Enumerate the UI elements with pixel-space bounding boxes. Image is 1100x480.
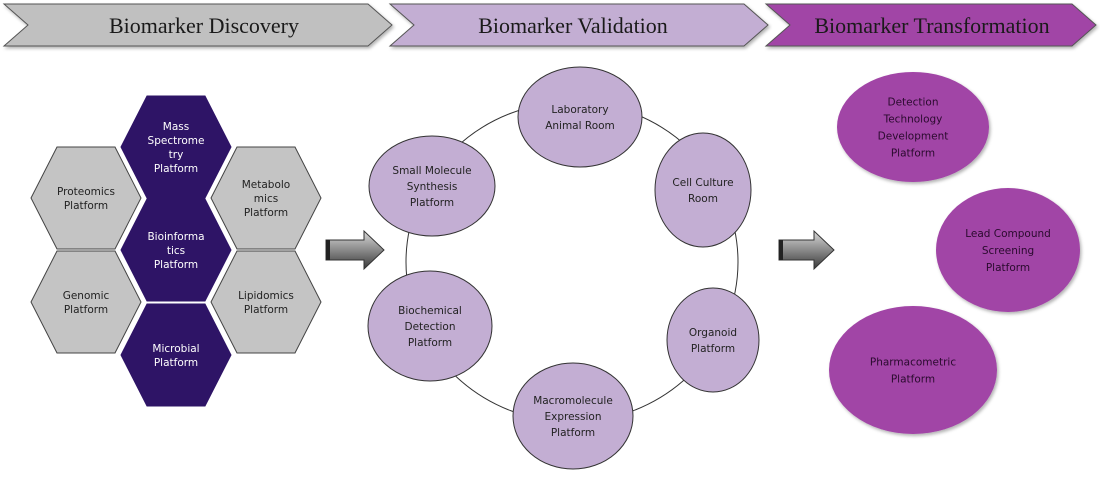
- node-label-line: Synthesis: [407, 181, 458, 193]
- node-label-line: Animal Room: [545, 120, 615, 132]
- stage-banner-validation: Biomarker Validation: [388, 3, 769, 47]
- node-label-line: Development: [878, 131, 949, 143]
- node-label-line: Platform: [891, 148, 935, 160]
- node-ellipse: [654, 132, 752, 248]
- hexagon-shape: [120, 95, 232, 199]
- node-label-line: Pharmacometric: [870, 357, 956, 369]
- node-label-line: Technology: [883, 114, 943, 126]
- node-label-line: Platform: [244, 207, 288, 219]
- banner-label: Biomarker Validation: [478, 13, 668, 38]
- stage-banner-discovery: Biomarker Discovery: [2, 3, 393, 47]
- node-label-line: Mass: [163, 121, 189, 133]
- hexagon-shape: [30, 250, 142, 354]
- transformation-node-cluster: DetectionTechnologyDevelopmentPlatformLe…: [829, 72, 1080, 434]
- node-label-line: Macromolecule: [533, 395, 613, 407]
- node-label-line: try: [169, 149, 184, 161]
- hexagon-shape: [120, 198, 232, 302]
- node-label-line: Detection: [404, 321, 455, 333]
- node-ellipse: [666, 287, 760, 393]
- node-label-line: Platform: [64, 304, 108, 316]
- node-label-line: Expression: [545, 411, 602, 423]
- banner-label: Biomarker Discovery: [109, 13, 299, 38]
- node-label-line: Platform: [64, 200, 108, 212]
- node-label-line: Genomic: [63, 290, 110, 302]
- node-label-line: Small Molecule: [392, 165, 471, 177]
- node-label-line: Platform: [410, 197, 454, 209]
- node-ellipse: [517, 66, 643, 168]
- node-label-line: Platform: [986, 262, 1030, 274]
- node-label-line: Laboratory: [551, 104, 608, 116]
- stage-banner-transformation: Biomarker Transformation: [764, 3, 1097, 47]
- hexagon-shape: [210, 250, 322, 354]
- node-ellipse: [512, 362, 634, 470]
- node-label-line: Platform: [691, 343, 735, 355]
- node-label-line: Organoid: [689, 327, 737, 339]
- node-label-line: Spectrome: [148, 135, 205, 147]
- hexagon-shape: [210, 146, 322, 250]
- node-label-line: Platform: [244, 304, 288, 316]
- node-ellipse: [367, 270, 493, 382]
- node-label-line: Proteomics: [57, 186, 115, 198]
- banner-shape: [764, 3, 1097, 47]
- right-arrow-icon: [325, 229, 385, 271]
- node-label-line: Platform: [891, 374, 935, 386]
- node-ellipse: [837, 72, 989, 182]
- hexagon-shape: [30, 146, 142, 250]
- node-ellipse: [936, 188, 1080, 312]
- banner-shape: [388, 3, 769, 47]
- node-label-line: tics: [167, 245, 185, 257]
- node-label-line: Lipidomics: [238, 290, 294, 302]
- banner-shape: [2, 3, 393, 47]
- node-ellipse: [368, 135, 496, 237]
- right-arrow-icon: [778, 229, 835, 271]
- hexagon-shape: [120, 303, 232, 407]
- node-label-line: Cell Culture: [672, 177, 733, 189]
- node-label-line: Platform: [154, 163, 198, 175]
- node-label-line: Biochemical: [398, 305, 462, 317]
- banner-label: Biomarker Transformation: [814, 13, 1049, 38]
- node-ellipse: [829, 306, 997, 434]
- node-label-line: Platform: [154, 259, 198, 271]
- node-label-line: Metabolo: [242, 179, 291, 191]
- node-label-line: Room: [688, 193, 718, 205]
- node-label-line: Bioinforma: [147, 231, 204, 243]
- node-label-line: Detection: [887, 97, 938, 109]
- node-label-line: Microbial: [152, 343, 199, 355]
- node-label-line: mics: [254, 193, 278, 205]
- node-label-line: Platform: [551, 427, 595, 439]
- node-label-line: Platform: [408, 337, 452, 349]
- node-label-line: Platform: [154, 357, 198, 369]
- discovery-hexagon-cluster: MassSpectrometryPlatformProteomicsPlatfo…: [30, 95, 322, 407]
- node-label-line: Lead Compound: [965, 228, 1051, 240]
- node-label-line: Screening: [982, 245, 1034, 257]
